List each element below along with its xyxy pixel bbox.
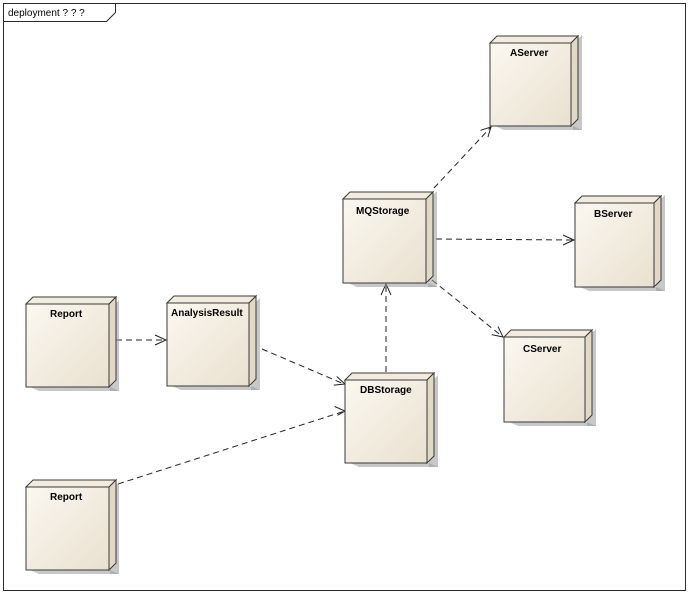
node-label: AnalysisResult bbox=[171, 308, 243, 319]
diagram-frame-tab bbox=[3, 3, 116, 22]
node-label: Report bbox=[50, 492, 83, 503]
node-label: CServer bbox=[523, 344, 561, 355]
node-label: BServer bbox=[594, 209, 632, 220]
node-bserver[interactable]: BServer bbox=[573, 194, 665, 291]
dependency-mqstorage-to-aserver[interactable] bbox=[433, 126, 492, 189]
dependency-mqstorage-to-bserver[interactable] bbox=[435, 234, 576, 246]
node-label: DBStorage bbox=[360, 385, 412, 396]
node-report-top[interactable]: Report bbox=[24, 295, 119, 391]
dependency-report-to-analysisresult[interactable] bbox=[116, 334, 168, 346]
node-cserver[interactable]: CServer bbox=[502, 328, 596, 426]
node-aserver[interactable]: AServer bbox=[488, 34, 582, 130]
dependency-mqstorage-to-cserver[interactable] bbox=[431, 279, 504, 338]
node-label: MQStorage bbox=[356, 206, 410, 217]
node-dbstorage[interactable]: DBStorage bbox=[343, 371, 438, 467]
node-report-bottom[interactable]: Report bbox=[24, 478, 119, 574]
diagram-title: deployment ? ? ? bbox=[8, 8, 85, 19]
node-analysisresult[interactable]: AnalysisResult bbox=[165, 294, 260, 390]
node-label: AServer bbox=[510, 48, 548, 59]
node-label: Report bbox=[50, 309, 83, 320]
node-mqstorage[interactable]: MQStorage bbox=[341, 190, 437, 287]
